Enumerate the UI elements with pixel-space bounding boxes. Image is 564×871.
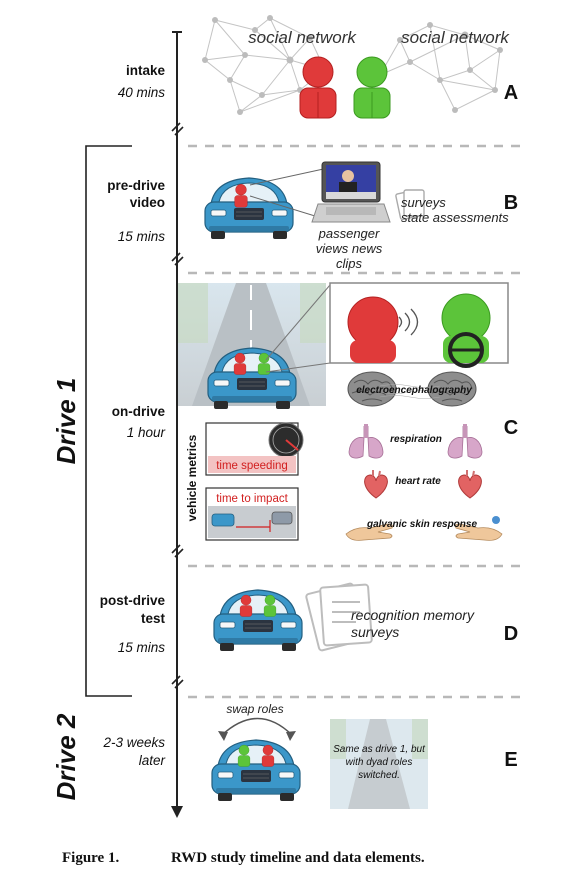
time-to-impact-label: time to impact bbox=[216, 493, 288, 505]
drive2-note-2: with dyad roles bbox=[346, 757, 413, 768]
pre-drive-caption-2: views news bbox=[316, 241, 383, 256]
panel-b: passenger views news clips surveys state… bbox=[204, 161, 509, 271]
vehicle-metrics-label: vehicle metrics bbox=[185, 434, 199, 521]
panel-letter-d: D bbox=[504, 623, 518, 645]
passenger-figure bbox=[299, 56, 337, 119]
surveys-note: surveys bbox=[401, 195, 446, 210]
panel-e: swap roles Same as drive 1, but with dya… bbox=[211, 702, 428, 809]
time-speeding-label: time speeding bbox=[216, 460, 288, 472]
pre-drive-caption-1: passenger bbox=[318, 226, 380, 241]
figure-label: Figure 1. bbox=[62, 850, 119, 866]
surveys-label: surveys bbox=[351, 624, 399, 640]
stage-ondrive-duration: 1 hour bbox=[127, 425, 166, 440]
heart-icon bbox=[457, 469, 483, 499]
swap-roles-label: swap roles bbox=[226, 702, 283, 716]
driver-figure bbox=[353, 56, 391, 119]
drive2-note-1: Same as drive 1, but bbox=[333, 744, 426, 755]
stage-postdrive-name: post-drive bbox=[100, 593, 166, 608]
panel-letter-a: A bbox=[504, 82, 518, 104]
passenger-closeup bbox=[347, 296, 419, 363]
recognition-memory-label: recognition memory bbox=[351, 607, 475, 623]
stage-predrive-duration: 15 mins bbox=[118, 229, 166, 244]
driver-closeup bbox=[441, 293, 491, 368]
stage-predrive-name: pre-drive bbox=[107, 178, 165, 193]
heart-rate-label: heart rate bbox=[395, 476, 441, 487]
car-topview-icon bbox=[271, 511, 293, 525]
lungs-icon bbox=[447, 423, 483, 459]
impact-metric-box: time to impact bbox=[205, 487, 299, 541]
drive2-note-3: switched. bbox=[358, 770, 400, 781]
stage-drive2-duration: 2-3 weeks bbox=[102, 735, 165, 750]
stage-ondrive-name: on-drive bbox=[112, 404, 166, 419]
social-network-label-right: social network bbox=[401, 28, 510, 47]
gsr-label: galvanic skin response bbox=[366, 519, 477, 530]
panel-letter-c: C bbox=[504, 417, 518, 439]
state-assessments-note: state assessments bbox=[401, 210, 509, 225]
stage-postdrive-duration: 15 mins bbox=[118, 640, 166, 655]
stage-predrive-name-2: video bbox=[130, 195, 165, 210]
stage-intake-duration: 40 mins bbox=[118, 85, 166, 100]
eeg-label: electroencephalography bbox=[356, 385, 472, 396]
panel-c: electroencephalography respiration heart… bbox=[178, 282, 509, 541]
timeline-breaks bbox=[171, 122, 184, 689]
panel-a: social network social network bbox=[202, 15, 510, 119]
car-icon bbox=[204, 177, 294, 240]
survey-papers-icon bbox=[395, 189, 425, 221]
panel-d: recognition memory surveys bbox=[213, 582, 475, 652]
social-network-label-left: social network bbox=[248, 28, 357, 47]
car-icon bbox=[213, 589, 303, 652]
drive1-label: Drive 1 bbox=[51, 378, 81, 465]
car-icon bbox=[211, 739, 301, 802]
stage-postdrive-name-2: test bbox=[141, 611, 166, 626]
stage-intake-name: intake bbox=[126, 63, 166, 78]
drive1-bracket bbox=[85, 145, 132, 697]
panel-letter-b: B bbox=[504, 192, 518, 214]
respiration-label: respiration bbox=[390, 434, 442, 445]
stage-separators bbox=[188, 144, 525, 699]
survey-papers-icon bbox=[305, 582, 373, 652]
lungs-icon bbox=[348, 423, 384, 459]
laptop-icon bbox=[311, 161, 391, 223]
pre-drive-caption-3: clips bbox=[336, 256, 363, 271]
stage-drive2-duration-2: later bbox=[139, 753, 166, 768]
speed-metric-box: time speeding bbox=[205, 422, 304, 476]
timeline-arrowhead bbox=[171, 806, 183, 818]
swap-arrow-icon bbox=[221, 717, 293, 736]
panel-letter-e: E bbox=[504, 749, 517, 771]
car-topview-icon bbox=[211, 513, 235, 527]
heart-icon bbox=[363, 469, 389, 499]
figure-caption: RWD study timeline and data elements. bbox=[171, 850, 425, 866]
drive2-label: Drive 2 bbox=[51, 713, 81, 800]
